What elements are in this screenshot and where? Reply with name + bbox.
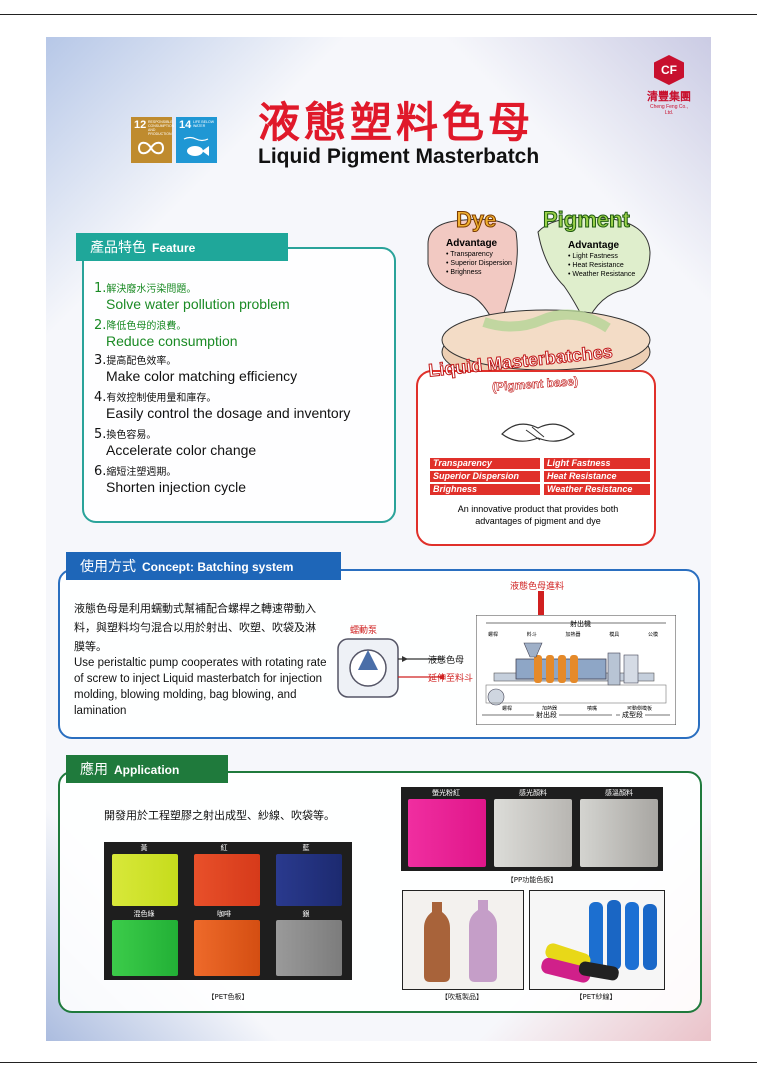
- pet-label: 紅: [220, 844, 228, 852]
- sdg12-text: RESPONSIBLE CONSUMPTION AND PRODUCTION: [148, 120, 175, 136]
- feature-item: 5.換色容易。 Accelerate color change: [94, 427, 257, 458]
- yarn-caption: 【PET紗線】: [575, 993, 617, 1001]
- injection-section-label: 射出段: [534, 710, 559, 720]
- swatch-mixed-green: [112, 920, 178, 976]
- feed-label: 液態色母進料: [510, 582, 565, 592]
- machine-bottom-labels: 螺桿加熱器噴嘴可動側模板: [502, 706, 652, 712]
- swatch-yellow: [112, 854, 178, 906]
- pigment-property-cell: Heat Resistance: [544, 471, 650, 482]
- company-logo: CF 清豐集團 Cheng Feng Co., Ltd.: [646, 55, 692, 125]
- feature-tag-cn: 產品特色: [90, 240, 146, 256]
- sdg14-number: 14: [179, 119, 192, 131]
- page-title-cn: 液態塑料色母: [258, 98, 535, 147]
- pet-label: 混色綠: [133, 910, 155, 918]
- feature-tag: 產品特色 Feature: [76, 233, 288, 261]
- concept-text-cn: 液態色母是利用蠕動式幫補配合螺桿之轉速帶動入料，與塑料均勻混合以用於射出、吹塑、…: [74, 602, 316, 653]
- dye-advantage: Advantage: [446, 238, 498, 249]
- poster: 12 RESPONSIBLE CONSUMPTION AND PRODUCTIO…: [46, 37, 711, 1041]
- advantage-illustration: [427, 216, 651, 385]
- pet-label: 黃: [140, 844, 148, 852]
- swatch-fluorescent-pink: [408, 799, 486, 867]
- concept-tag: 使用方式 Concept: Batching system: [66, 552, 341, 580]
- pigment-advantage-list: • Light Fastness • Heat Resistance • Wea…: [568, 253, 636, 278]
- swatch-photochromic: [494, 799, 572, 867]
- sdg12-number: 12: [134, 119, 147, 131]
- feature-item: 1.解決廢水污染問題。 Solve water pollution proble…: [94, 281, 290, 312]
- molding-section-label: 成型段: [620, 710, 645, 720]
- swatch-blue: [276, 854, 342, 906]
- application-desc: 開發用於工程塑膠之射出成型、紗線、吹袋等。: [104, 809, 335, 822]
- sdg12-badge: 12 RESPONSIBLE CONSUMPTION AND PRODUCTIO…: [131, 117, 175, 163]
- logo-mark: CF: [654, 55, 684, 85]
- injection-machine-diagram: [476, 615, 676, 725]
- feature-item: 4.有效控制使用量和庫存。 Easily control the dosage …: [94, 390, 351, 421]
- dye-property-cell: Transparency: [430, 458, 540, 469]
- yarn-spools-illustration: [541, 900, 657, 983]
- pp-label: 感光顏料: [519, 789, 547, 797]
- swatch-red: [194, 854, 260, 906]
- feature-box: [82, 247, 396, 523]
- concept-text-en: Use peristaltic pump cooperates with rot…: [74, 657, 327, 717]
- advantage-summary: An innovative product that provides both…: [457, 504, 619, 526]
- handshake-icon: [501, 423, 575, 442]
- pigment-title: Pigment: [543, 207, 631, 233]
- sdg14-text: LIFE BELOW WATER: [193, 120, 215, 128]
- swatch-silver: [276, 920, 342, 976]
- fish-icon: [183, 136, 209, 156]
- pet-caption: 【PET色板】: [207, 993, 249, 1001]
- feature-item: 3.提高配色效率。 Make color matching efficiency: [94, 353, 298, 384]
- bottle-caption: 【吹瓶製品】: [441, 993, 483, 1001]
- hopper-out-label: 延伸至料斗: [428, 674, 474, 684]
- swatch-thermochromic: [580, 799, 658, 867]
- pigment-advantage: Advantage: [568, 240, 620, 251]
- dye-property-cell: Superior Dispersion: [430, 471, 540, 482]
- bottle-photo: [402, 890, 524, 990]
- feature-item: 2.降低色母的浪費。 Reduce consumption: [94, 318, 238, 349]
- logo-name-cn: 清豐集團: [647, 90, 691, 103]
- bottom-rule: [0, 1062, 757, 1063]
- application-tag-en: Application: [114, 763, 180, 777]
- dye-advantage-list: • Transparency • Superior Dispersion • B…: [446, 251, 512, 276]
- bottles-illustration: [424, 900, 497, 982]
- dye-property-cell: Brighness: [430, 484, 540, 495]
- pp-label: 螢光粉紅: [432, 789, 460, 797]
- page-title-en: Liquid Pigment Masterbatch: [258, 145, 540, 168]
- application-tag: 應用 Application: [66, 755, 228, 783]
- peristaltic-pump-diagram: [337, 638, 444, 698]
- dye-title: Dye: [455, 207, 497, 233]
- concept-tag-en: Concept: Batching system: [142, 560, 294, 574]
- pp-caption: 【PP功能色板】: [506, 876, 558, 884]
- infinity-icon: [137, 141, 165, 155]
- application-tag-cn: 應用: [80, 762, 108, 778]
- sdg14-badge: 14 LIFE BELOW WATER: [176, 117, 217, 163]
- concept-tag-cn: 使用方式: [80, 559, 136, 575]
- pp-label: 感溫顏料: [605, 789, 633, 797]
- pigment-property-cell: Light Fastness: [544, 458, 650, 469]
- liquid-in-label: 液態色母: [428, 656, 465, 666]
- swatch-brown: [194, 920, 260, 976]
- pet-label: 銀: [302, 910, 310, 918]
- feature-item: 6.縮短注塑週期。 Shorten injection cycle: [94, 464, 247, 495]
- pet-label: 藍: [302, 844, 310, 852]
- machine-part-labels: 螺桿料斗加熱器模具公模: [488, 632, 658, 638]
- machine-label: 射出機: [570, 620, 591, 628]
- logo-name-en: Cheng Feng Co., Ltd.: [649, 104, 689, 116]
- pigment-property-cell: Weather Resistance: [544, 484, 650, 495]
- pet-label: 咖啡: [217, 910, 231, 918]
- feature-tag-en: Feature: [152, 241, 196, 255]
- pump-label: 蠕動泵: [350, 626, 378, 636]
- top-rule: [0, 14, 757, 15]
